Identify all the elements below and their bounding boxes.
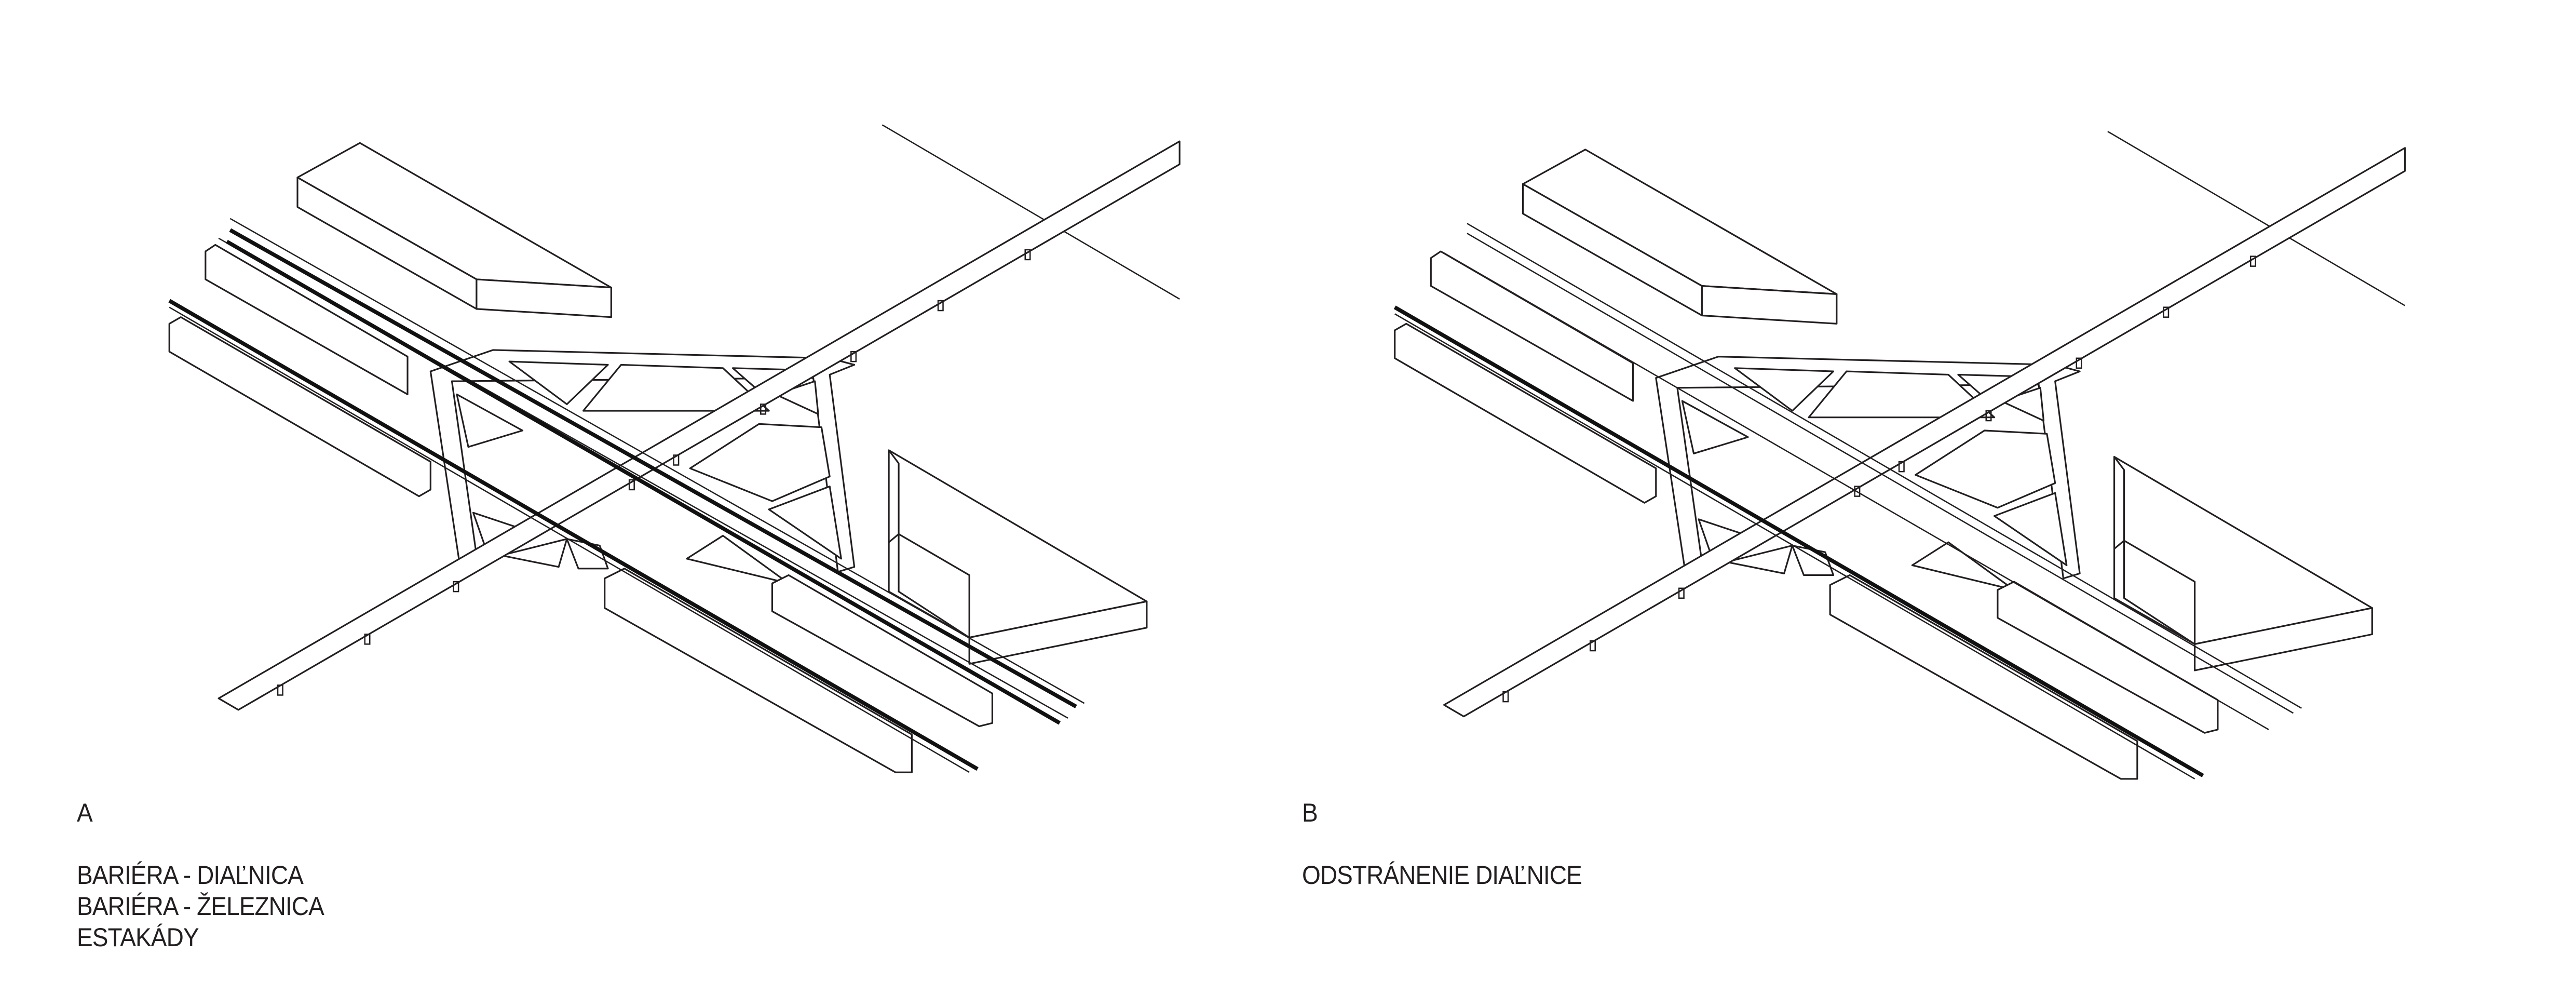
- panel-a-caption-2: BARIÉRA - ŽELEZNICA: [77, 892, 324, 921]
- panel-a-caption-3: ESTAKÁDY: [77, 923, 199, 952]
- rail-lines-b: [1443, 223, 2302, 730]
- diagram-a: [169, 125, 1179, 772]
- elevated-rail-a: [218, 218, 1085, 725]
- panel-a-letter: A: [77, 798, 93, 827]
- diagram-b: [1395, 131, 2405, 779]
- panel-b-letter: B: [1302, 798, 1318, 827]
- panel-b-caption-1: ODSTRÁNENIE DIAĽNICE: [1302, 861, 1582, 890]
- panel-a-caption-1: BARIÉRA - DIAĽNICA: [77, 861, 304, 890]
